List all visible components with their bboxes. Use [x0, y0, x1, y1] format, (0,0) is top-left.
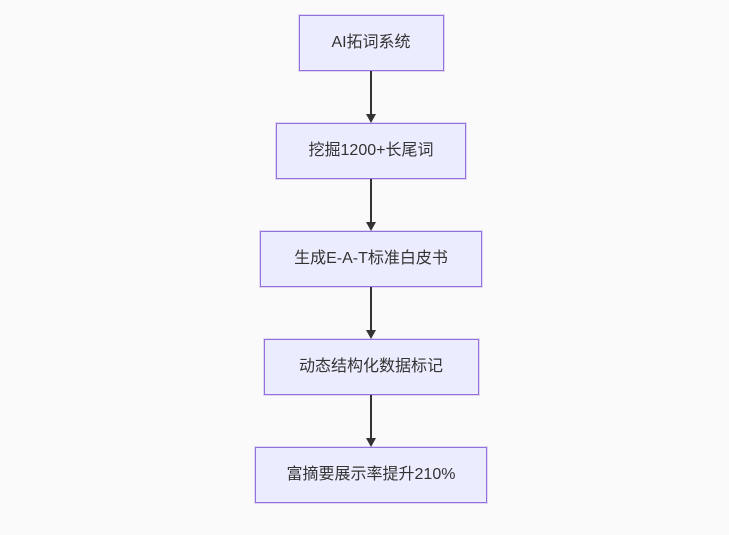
flow-node-structured-data-markup: 动态结构化数据标记: [263, 339, 479, 395]
flowchart: AI拓词系统 挖掘1200+长尾词 生成E-A-T标准白皮书 动态结构化数据标记: [255, 15, 487, 503]
arrow-line: [370, 179, 372, 224]
flow-edge-3: [365, 287, 377, 339]
node-label: 生成E-A-T标准白皮书: [294, 250, 448, 267]
arrow-down-icon: [366, 114, 376, 123]
arrow-down-icon: [366, 330, 376, 339]
arrow-line: [370, 287, 372, 332]
flow-edge-4: [365, 395, 377, 447]
arrow-line: [370, 71, 372, 116]
flow-edge-1: [365, 71, 377, 123]
flow-node-rich-snippet-result: 富摘要展示率提升210%: [255, 447, 487, 503]
flow-node-ai-keyword-system: AI拓词系统: [298, 15, 444, 71]
flow-edge-2: [365, 179, 377, 231]
node-label: 挖掘1200+长尾词: [308, 142, 434, 159]
node-label: 富摘要展示率提升210%: [286, 466, 456, 483]
flow-node-eat-whitepaper: 生成E-A-T标准白皮书: [260, 231, 482, 287]
flow-node-longtail-mining: 挖掘1200+长尾词: [276, 123, 466, 179]
arrow-down-icon: [366, 222, 376, 231]
arrow-line: [370, 395, 372, 440]
arrow-down-icon: [366, 438, 376, 447]
node-label: 动态结构化数据标记: [298, 358, 443, 375]
node-label: AI拓词系统: [331, 34, 411, 51]
